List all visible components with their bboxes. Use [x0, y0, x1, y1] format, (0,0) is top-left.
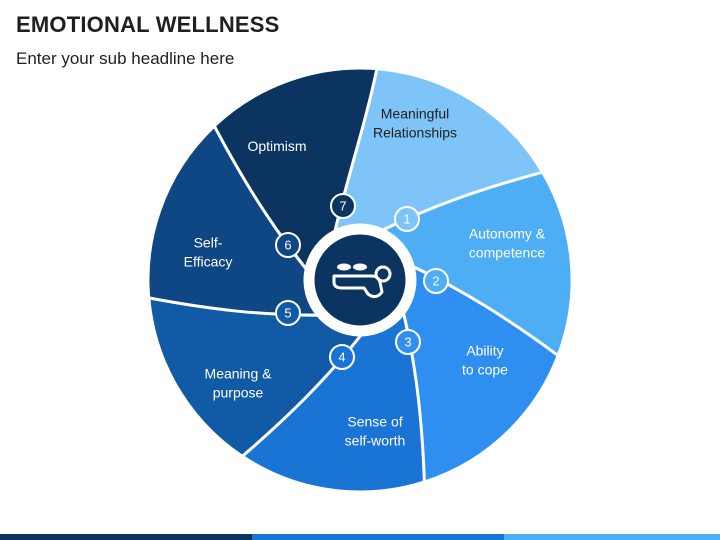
step-badge-circle [395, 329, 421, 355]
step-badge-circle [275, 300, 301, 326]
petal-label-line: Efficacy [184, 254, 233, 270]
step-badge-circle [423, 268, 449, 294]
petal-label-5: Meaning & purpose [205, 366, 273, 401]
petal-label-7: Optimism [247, 138, 306, 154]
step-badge-6: 6 [275, 232, 301, 258]
step-badge-number: 6 [284, 238, 291, 253]
petal-label-line: to cope [462, 362, 508, 378]
petal-label-line: purpose [213, 385, 264, 401]
petal-label-line: self-worth [345, 433, 406, 449]
step-badge-number: 2 [432, 274, 439, 289]
petal-label-line: Ability [466, 343, 503, 359]
step-badge-number: 1 [403, 212, 410, 227]
petal-label-line: Autonomy & [469, 226, 546, 242]
bottom-bar-segment [504, 534, 720, 540]
center-circle [311, 231, 409, 329]
petal-label-line: competence [469, 245, 545, 261]
step-badge-number: 5 [284, 306, 291, 321]
step-badge-3: 3 [395, 329, 421, 355]
step-badge-4: 4 [329, 344, 355, 370]
step-badge-7: 7 [330, 193, 356, 219]
bottom-accent-bar [0, 534, 720, 540]
step-badge-circle [330, 193, 356, 219]
petal-segment-1 [332, 67, 545, 234]
step-badge-circle [329, 344, 355, 370]
step-badge-circle [394, 206, 420, 232]
bottom-bar-segment [252, 534, 504, 540]
petal-label-line: Optimism [247, 138, 306, 154]
step-badge-1: 1 [394, 206, 420, 232]
petal-label-line: Self- [194, 235, 223, 251]
step-badge-5: 5 [275, 300, 301, 326]
person-relaxing-icon [332, 263, 392, 299]
petal-label-4: Sense of self-worth [345, 414, 406, 449]
petal-label-line: Sense of [347, 414, 402, 430]
step-badge-number: 3 [404, 335, 411, 350]
step-badge-number: 7 [339, 199, 346, 214]
petal-label-line: Meaningful [381, 106, 450, 122]
petal-label-line: Relationships [373, 125, 457, 141]
step-badge-number: 4 [338, 350, 345, 365]
petal-label-3: Ability to cope [462, 343, 508, 378]
petal-label-line: Meaning & [205, 366, 273, 382]
page-subtitle: Enter your sub headline here [16, 49, 235, 68]
petal-label-2: Autonomy & competence [469, 226, 546, 261]
step-badge-circle [275, 232, 301, 258]
bottom-bar-segment [0, 534, 252, 540]
petal-label-6: Self- Efficacy [184, 235, 233, 270]
step-badge-2: 2 [423, 268, 449, 294]
page-title: EMOTIONAL WELLNESS [16, 12, 280, 37]
